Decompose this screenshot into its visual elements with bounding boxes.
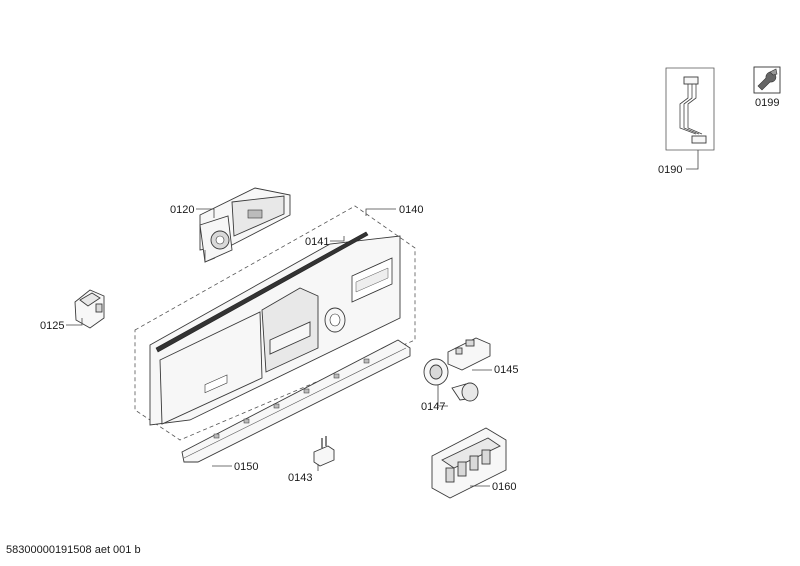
label-0150[interactable]: 0150 xyxy=(234,461,258,473)
part-0125-bracket[interactable] xyxy=(74,289,105,329)
label-0147[interactable]: 0147 xyxy=(421,401,445,413)
document-id: 58300000191508 aet 001 b xyxy=(6,544,141,556)
label-0145[interactable]: 0145 xyxy=(494,364,518,376)
label-0140[interactable]: 0140 xyxy=(399,204,423,216)
part-0160-terminal-block[interactable] xyxy=(431,427,507,499)
part-0190-cable-harness[interactable] xyxy=(665,67,715,151)
label-0190[interactable]: 0190 xyxy=(658,164,682,176)
part-0120-control-module[interactable] xyxy=(199,187,291,263)
part-0141-trim-strip[interactable] xyxy=(155,231,369,353)
label-0125[interactable]: 0125 xyxy=(40,320,64,332)
part-0143-clip[interactable] xyxy=(313,436,335,467)
part-0147-rotary-knob[interactable] xyxy=(423,358,479,402)
part-0150-cover-strip[interactable] xyxy=(181,339,411,463)
label-0141[interactable]: 0141 xyxy=(305,236,329,248)
label-0160[interactable]: 0160 xyxy=(492,481,516,493)
label-0143[interactable]: 0143 xyxy=(288,472,312,484)
label-0199[interactable]: 0199 xyxy=(755,97,779,109)
part-0145-push-button[interactable] xyxy=(447,337,491,371)
label-0120[interactable]: 0120 xyxy=(170,204,194,216)
part-0140-control-panel-assembly[interactable] xyxy=(134,205,416,441)
part-0199-tool-icon[interactable] xyxy=(753,66,781,94)
